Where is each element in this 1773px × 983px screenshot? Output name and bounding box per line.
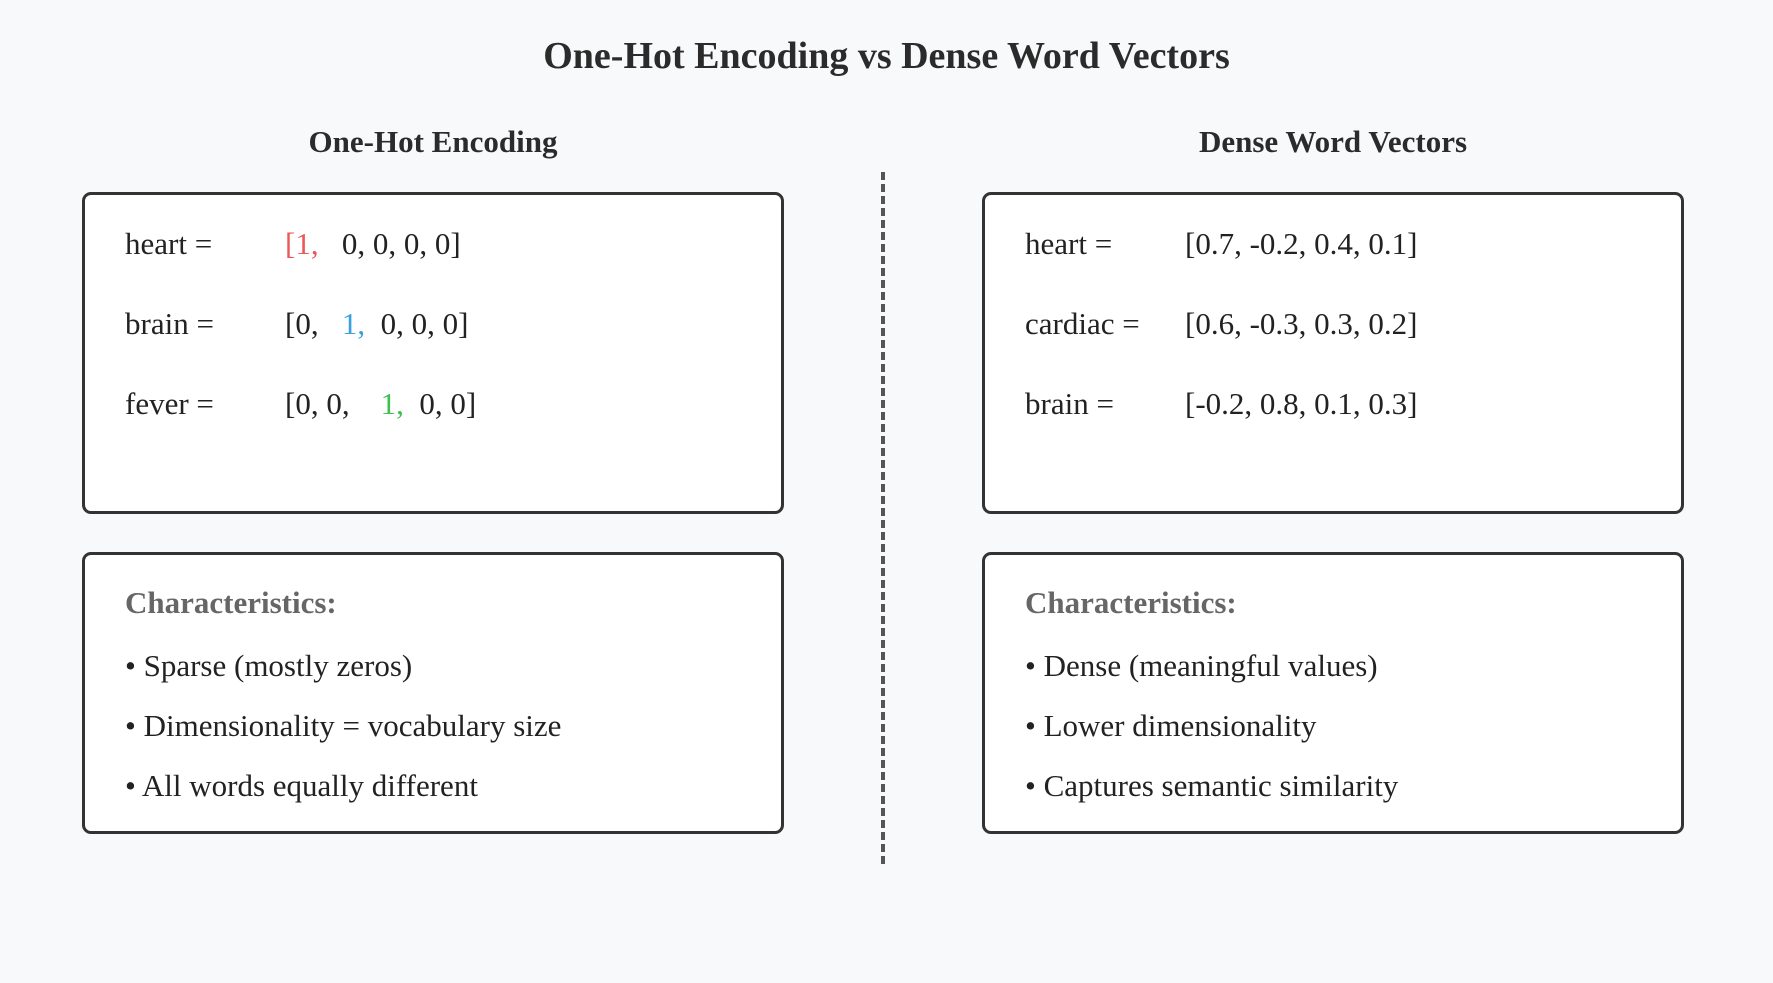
characteristic-item: • Lower dimensionality xyxy=(1025,708,1317,743)
vector-suffix: 0, 0, 0, 0] xyxy=(318,226,461,261)
word-label: fever = xyxy=(125,386,214,421)
one-hot-heading: One-Hot Encoding xyxy=(308,124,558,159)
hot-value: 1, xyxy=(380,386,404,421)
word-label: brain = xyxy=(125,306,214,341)
characteristic-item: • Dimensionality = vocabulary size xyxy=(125,708,562,743)
word-label: heart = xyxy=(125,226,213,261)
diagram-title: One-Hot Encoding vs Dense Word Vectors xyxy=(543,35,1230,77)
dense-heading: Dense Word Vectors xyxy=(1198,124,1468,159)
vector-prefix: [0, 0, xyxy=(285,386,381,421)
characteristics-title: Characteristics: xyxy=(125,585,337,620)
characteristic-item: • All words equally different xyxy=(125,768,478,803)
one-hot-vector: [1, 0, 0, 0, 0] xyxy=(285,228,461,259)
dense-vector: [0.7, -0.2, 0.4, 0.1] xyxy=(1185,226,1418,261)
characteristic-item: • Dense (meaningful values) xyxy=(1025,648,1378,683)
hot-value: 1, xyxy=(341,306,366,341)
characteristic-item: • Captures semantic similarity xyxy=(1025,768,1399,803)
one-hot-vector: [0, 0, 1, 0, 0] xyxy=(285,388,476,419)
one-hot-characteristics-panel: Characteristics: • Sparse (mostly zeros)… xyxy=(82,552,784,834)
vector-prefix: [0, xyxy=(285,306,342,341)
characteristics-title: Characteristics: xyxy=(1025,585,1237,620)
word-label: brain = xyxy=(1025,386,1114,421)
dashed-divider xyxy=(881,172,885,864)
dense-vector: [0.6, -0.3, 0.3, 0.2] xyxy=(1185,306,1418,341)
word-label: cardiac = xyxy=(1025,306,1140,341)
dense-characteristics-panel: Characteristics: • Dense (meaningful val… xyxy=(982,552,1684,834)
one-hot-vectors-panel: heart = [1, 0, 0, 0, 0] brain = [0, 1, 0… xyxy=(82,192,784,514)
vector-suffix: 0, 0, 0] xyxy=(365,306,469,341)
characteristic-item: • Sparse (mostly zeros) xyxy=(125,648,413,683)
one-hot-vector: [0, 1, 0, 0, 0] xyxy=(285,308,468,339)
vector-suffix: 0, 0] xyxy=(403,386,477,421)
dense-vector: [-0.2, 0.8, 0.1, 0.3] xyxy=(1185,386,1418,421)
dense-vectors-panel: heart = [0.7, -0.2, 0.4, 0.1] cardiac = … xyxy=(982,192,1684,514)
hot-value: [1, xyxy=(285,226,319,261)
word-label: heart = xyxy=(1025,226,1113,261)
